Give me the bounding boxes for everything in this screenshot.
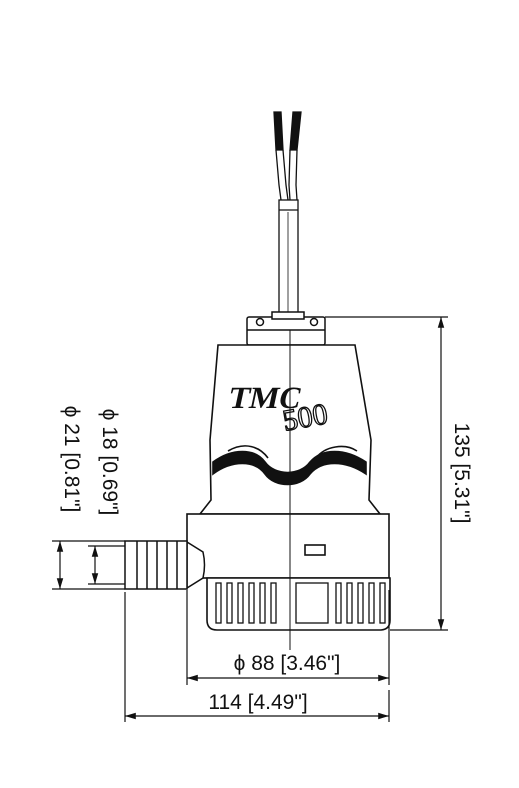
brand-logo: TMC 500: [226, 380, 331, 438]
power-cable: [273, 111, 302, 318]
overall-width-label: 114 [4.49"]: [208, 691, 307, 714]
outlet-diameter-dimensions: [52, 540, 125, 590]
brand-label: TMC: [226, 380, 306, 415]
body-diameter-dimension: [186, 590, 390, 685]
height-dimension-label: 135 [5.31"]: [450, 423, 473, 524]
overall-width-dimension: [124, 592, 390, 722]
pump-base: [186, 513, 391, 631]
outlet-outer-diameter-label: ϕ 21 [0.81"]: [60, 406, 83, 513]
indicator-tab: [304, 544, 326, 556]
body-diameter-label: ϕ 88 [3.46"]: [234, 652, 341, 675]
height-dimension: [325, 316, 448, 631]
outlet-inner-diameter-label: ϕ 18 [0.69"]: [98, 409, 121, 516]
outlet-nozzle: [124, 540, 206, 590]
cable-clamp: [246, 311, 326, 346]
